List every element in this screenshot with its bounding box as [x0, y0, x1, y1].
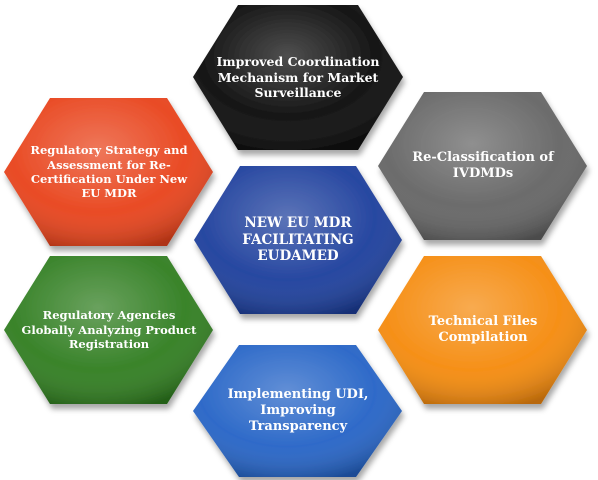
hex-lower-right-label: Technical Files Compilation [428, 313, 538, 345]
hex-center-label: NEW EU MDR FACILITATING EUDAMED [242, 214, 354, 265]
hex-bottom-label: Implementing UDI, Improving Transparency [227, 386, 369, 435]
hex-center [194, 166, 402, 314]
hex-upper-right [378, 92, 587, 240]
hex-top-label: Improved Coordination Mechanism for Mark… [216, 54, 380, 101]
hex-lower-left [4, 256, 213, 404]
hex-bottom [193, 345, 402, 477]
hex-top [193, 5, 403, 150]
hex-lower-left-label: Regulatory Agencies Globally Analyzing P… [21, 308, 197, 352]
hex-lower-right [378, 256, 587, 404]
hex-upper-left [4, 98, 213, 246]
hex-upper-right-label: Re-Classification of IVDMDs [412, 149, 554, 181]
hex-upper-left-label: Regulatory Strategy and Assessment for R… [30, 143, 188, 201]
